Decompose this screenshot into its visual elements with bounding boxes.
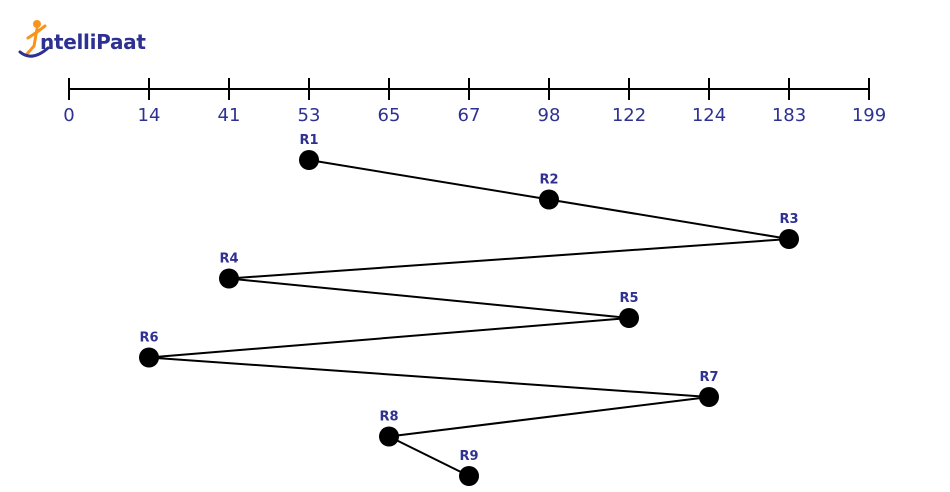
request-label: R6 [139, 331, 158, 346]
axis-tick-label: 199 [852, 105, 886, 126]
axis-tick-label: 124 [692, 105, 726, 126]
intellipaat-logo [18, 18, 148, 62]
request-node [299, 150, 319, 170]
axis-tick-label: 53 [298, 105, 321, 126]
axis-tick-label: 98 [538, 105, 561, 126]
request-label: R1 [299, 133, 318, 148]
request-label: R4 [219, 252, 238, 267]
request-label: R5 [619, 291, 638, 306]
axis-tick-label: 14 [138, 105, 161, 126]
logo-figure-icon [18, 20, 50, 58]
seek-path-segment [148, 356, 710, 398]
seek-path-segment [228, 238, 790, 280]
seek-path-segment [388, 396, 710, 438]
request-node [459, 466, 479, 486]
request-label: R2 [539, 173, 558, 188]
seek-path-segment [548, 198, 790, 240]
axis-tick-label: 41 [218, 105, 241, 126]
seek-path-segment [148, 317, 630, 359]
axis-tick-label: 65 [378, 105, 401, 126]
request-node [779, 229, 799, 249]
request-label: R3 [779, 212, 798, 227]
axis-tick-label: 122 [612, 105, 646, 126]
seek-path-segment [388, 435, 470, 477]
request-node [619, 308, 639, 328]
logo-text: ntelliPaat [40, 30, 146, 54]
request-node [539, 189, 559, 210]
request-node [379, 426, 399, 447]
request-node [219, 268, 239, 289]
axis-tick-label: 67 [458, 105, 481, 126]
request-node [139, 347, 159, 368]
request-node [699, 387, 719, 407]
request-label: R7 [699, 370, 718, 385]
seek-path-segment [308, 159, 550, 201]
request-label: R9 [459, 449, 478, 464]
axis-tick-label: 183 [772, 105, 806, 126]
axis-tick-label: 0 [63, 105, 74, 126]
seek-path-segment [228, 277, 630, 319]
request-label: R8 [379, 410, 398, 425]
